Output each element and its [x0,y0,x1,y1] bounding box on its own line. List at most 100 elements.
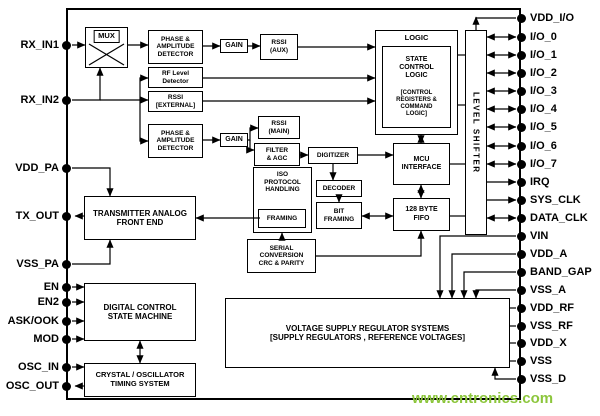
pin-vdd-pa: VDD_PA [0,161,71,176]
rssi-external-block: RSSI [EXTERNAL] [148,91,203,112]
pin-dot [517,159,526,169]
pin-dot [62,211,71,221]
pin-vin: VIN [517,229,548,244]
pin-label: VDD_PA [15,162,59,174]
pin-label: I/O_1 [530,49,557,61]
fifo-block: 128 BYTE FIFO [393,198,450,231]
pin-dot [62,95,71,105]
pin-dot [517,267,526,277]
framing-block: FRAMING [258,209,306,228]
pin-osc-out: OSC_OUT [0,379,71,394]
pin-label: TX_OUT [15,210,59,222]
pin-rx-in2: RX_IN2 [0,93,71,108]
pin-io-4: I/O_4 [517,102,557,117]
pin-label: ASK/OOK [7,315,59,327]
pin-en2: EN2 [0,295,71,310]
pin-label: I/O_3 [530,85,557,97]
pin-label: OSC_IN [18,361,59,373]
pin-io-0: I/O_0 [517,30,557,45]
gain-2-block: GAIN [220,133,248,147]
pin-label: EN2 [37,296,59,308]
decoder-block: DECODER [316,180,362,197]
rf-level-detector-block: RF Level Detector [148,67,203,88]
pin-label: RX_IN2 [20,94,59,106]
pin-label: VDD_RF [530,302,575,314]
voltage-regulator-block: VOLTAGE SUPPLY REGULATOR SYSTEMS [SUPPLY… [225,298,510,368]
pin-dot [62,297,71,307]
pin-vdd-io: VDD_I/O [517,11,574,26]
pin-en: EN [0,280,71,295]
mcu-interface-block: MCU INTERFACE [393,143,450,185]
pin-dot [62,40,71,50]
pin-label: IRQ [530,176,550,188]
pin-label: VSS [530,355,553,367]
pin-dot [517,195,526,205]
pin-dot [62,316,71,326]
pin-vss-rf: VSS_RF [517,319,573,334]
pin-io-5: I/O_5 [517,120,557,135]
pin-dot [517,374,526,384]
pin-vss-d: VSS_D [517,372,566,387]
pin-vss: VSS [517,354,552,369]
pin-dot [517,50,526,60]
pin-io-2: I/O_2 [517,66,557,81]
pin-label: I/O_0 [530,31,557,43]
pin-label: I/O_7 [530,158,557,170]
pin-label: SYS_CLK [530,194,581,206]
pin-vdd-a: VDD_A [517,247,567,262]
pin-label: BAND_GAP [530,266,592,278]
pin-rx-in1: RX_IN1 [0,38,71,53]
pin-io-1: I/O_1 [517,48,557,63]
pin-vdd-rf: VDD_RF [517,301,574,316]
iso-protocol-handling-label: ISO PROTOCOL HANDLING [264,171,301,194]
pin-io-3: I/O_3 [517,84,557,99]
pin-dot [62,163,71,173]
gain-1-block: GAIN [220,39,248,53]
logic-title: LOGIC [404,33,429,42]
pin-dot [517,86,526,96]
iso-protocol-handling-block: ISO PROTOCOL HANDLING FRAMING [253,167,312,233]
pin-label: VDD_X [530,337,567,349]
bit-framing-block: BIT FRAMING [316,202,362,229]
pin-label: VSS_A [530,284,567,296]
pin-dot [517,213,526,223]
pin-dot [62,362,71,372]
pin-dot [62,282,71,292]
pin-vss-pa: VSS_PA [0,257,71,272]
pin-label: MOD [33,333,59,345]
serial-conversion-block: SERIAL CONVERSION CRC & PARITY [247,239,316,273]
pin-label: VDD_A [530,248,568,260]
pin-label: VSS_RF [530,320,573,332]
digital-control-state-machine-block: DIGITAL CONTROL STATE MACHINE [84,283,196,341]
phase-amplitude-detector-2-block: PHASE & AMPLITUDE DETECTOR [148,124,203,158]
pin-dot [62,381,71,391]
pin-vdd-x: VDD_X [517,336,567,351]
digitizer-block: DIGITIZER [308,147,358,164]
rssi-main-block: RSSI (MAIN) [258,116,300,139]
phase-amplitude-detector-1-block: PHASE & AMPLITUDE DETECTOR [148,30,203,64]
pin-dot [517,122,526,132]
pin-dot [517,285,526,295]
pin-dot [517,68,526,78]
mux-label: MUX [93,30,120,43]
logic-block: LOGIC STATE CONTROL LOGIC [CONTROL REGIS… [375,30,458,135]
pin-irq: IRQ [517,175,550,190]
pin-dot [62,334,71,344]
pin-label: VIN [530,230,549,242]
pin-dot [517,104,526,114]
pin-label: RX_IN1 [20,39,59,51]
pin-data-clk: DATA_CLK [517,211,588,226]
pin-dot [517,303,526,313]
filter-agc-block: FILTER & AGC [254,143,300,166]
pin-sys-clk: SYS_CLK [517,193,581,208]
pin-dot [517,13,526,23]
pin-dot [517,356,526,366]
pin-label: DATA_CLK [530,212,588,224]
pin-dot [517,338,526,348]
state-control-logic-label: STATE CONTROL LOGIC [399,55,434,80]
pin-dot [517,141,526,151]
pin-dot [517,32,526,42]
pin-dot [62,259,71,269]
pin-label: EN [43,281,59,293]
